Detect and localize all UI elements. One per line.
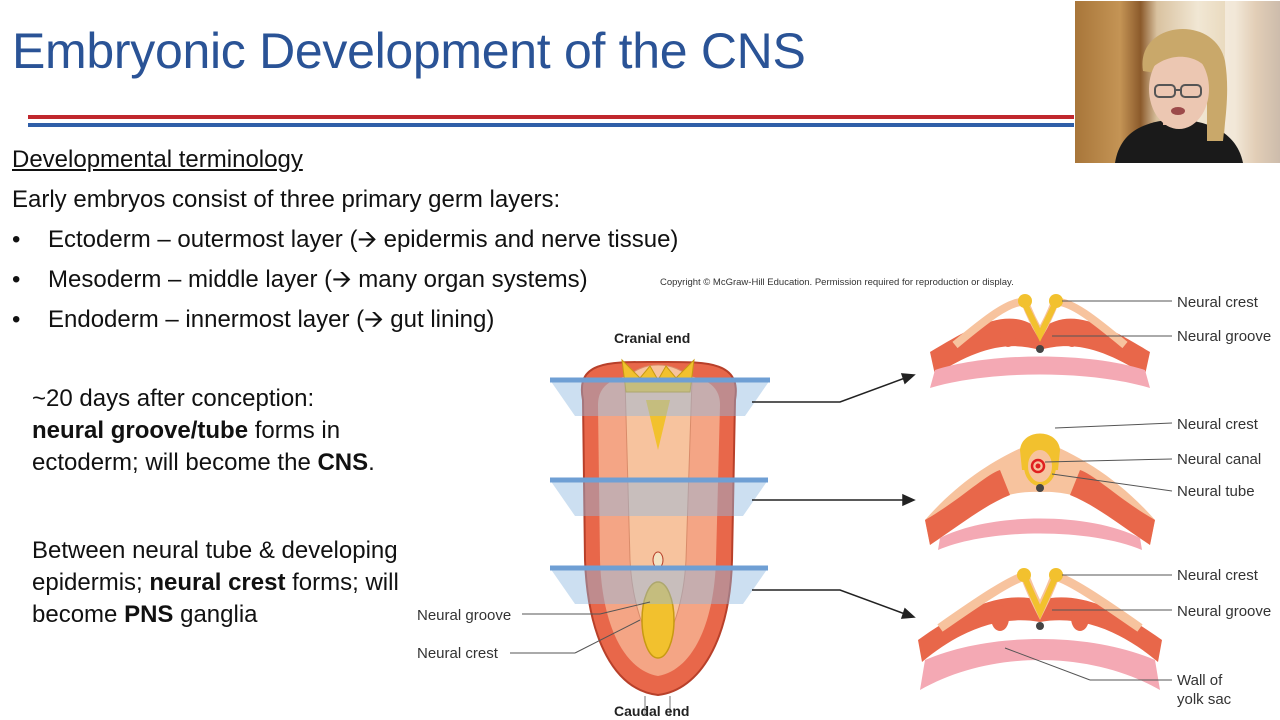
cross-section-2: [925, 433, 1155, 550]
label-s3-wall-of: Wall of: [1177, 672, 1223, 689]
label-left-neural-groove: Neural groove: [417, 607, 511, 624]
neural-crest-paragraph: Between neural tube & developing epiderm…: [32, 537, 399, 628]
presenter-webcam: [1075, 1, 1280, 163]
label-s2-neural-canal: Neural canal: [1177, 451, 1261, 468]
label-left-neural-crest: Neural crest: [417, 645, 499, 662]
cross-section-1: [930, 294, 1150, 388]
intro-line: Early embryos consist of three primary g…: [12, 186, 561, 213]
neural-tube-paragraph: ~20 days after conception: neural groove…: [32, 385, 375, 476]
presenter-video-icon: [1115, 1, 1280, 163]
germ-layer-list: Ectoderm – outermost layer (🡪 epidermis …: [12, 220, 678, 340]
cross-section-3: [918, 568, 1162, 690]
bullet-mesoderm: Mesoderm – middle layer (🡪 many organ sy…: [12, 260, 678, 300]
bullet-endoderm: Endoderm – innermost layer (🡪 gut lining…: [12, 300, 678, 340]
label-s3-neural-crest: Neural crest: [1177, 567, 1259, 584]
label-s2-neural-crest: Neural crest: [1177, 416, 1259, 433]
section-planes: [550, 377, 770, 604]
copyright-notice: Copyright © McGraw-Hill Education. Permi…: [660, 277, 1014, 288]
slide-title: Embryonic Development of the CNS: [12, 23, 806, 79]
label-s3-yolk-sac: yolk sac: [1177, 691, 1232, 708]
label-s3-neural-groove: Neural groove: [1177, 603, 1271, 620]
subheading: Developmental terminology: [12, 146, 303, 173]
section-arrows: [752, 373, 916, 619]
bullet-ectoderm: Ectoderm – outermost layer (🡪 epidermis …: [12, 220, 678, 260]
label-s1-neural-crest: Neural crest: [1177, 294, 1259, 311]
leader-lines: [510, 300, 1173, 681]
label-s1-neural-groove: Neural groove: [1177, 328, 1271, 345]
label-caudal-end: Caudal end: [614, 703, 689, 719]
embryo-dorsal-view: [580, 358, 737, 716]
germ-layers-text: Developmental terminology Early embryos …: [12, 140, 678, 340]
title-rule-blue: [28, 123, 1074, 127]
label-s2-neural-tube: Neural tube: [1177, 483, 1255, 500]
title-rule-red: [28, 115, 1074, 119]
